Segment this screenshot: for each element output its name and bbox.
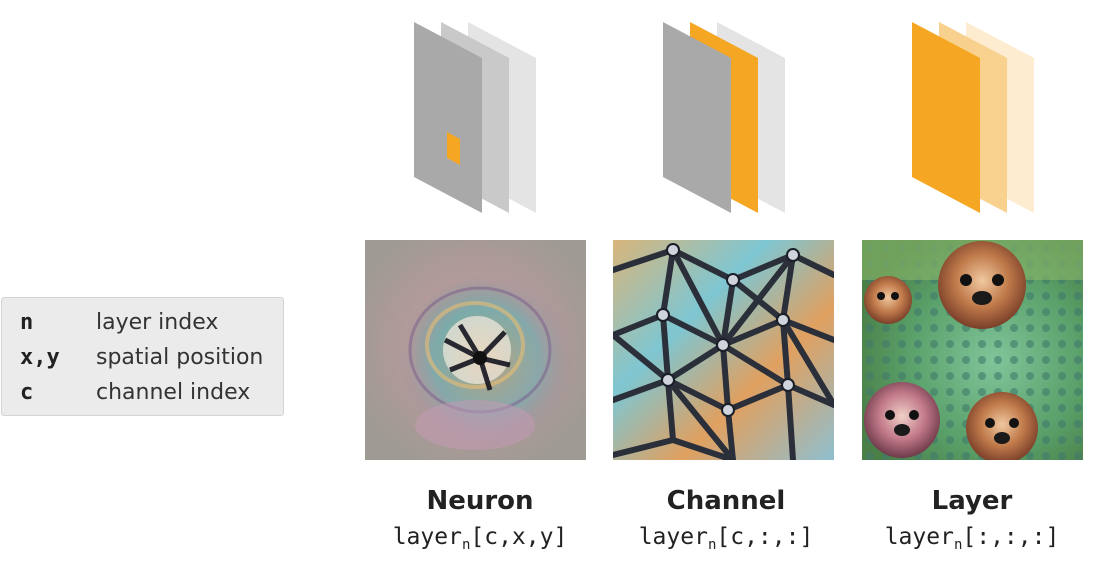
code-subscript: n	[707, 537, 717, 553]
code-suffix: [:,:,:]	[962, 524, 1060, 550]
legend-box: n layer index x,y spatial position c cha…	[1, 297, 284, 416]
legend-desc: channel index	[96, 379, 251, 405]
neuron-highlight	[447, 132, 460, 165]
neuron-layer-stack	[414, 22, 536, 213]
legend-desc: spatial position	[96, 344, 264, 370]
channel-code: layern[c,:,:]	[606, 524, 846, 553]
plane-front	[414, 22, 482, 213]
legend-desc: layer index	[96, 309, 219, 335]
code-prefix: layer	[884, 524, 954, 550]
legend-key: c	[20, 379, 34, 405]
legend-key: n	[20, 309, 34, 335]
layer-code: layern[:,:,:]	[852, 524, 1092, 553]
plane-front	[912, 22, 980, 213]
channel-layer-stack	[663, 22, 785, 213]
legend-key: x,y	[20, 344, 60, 370]
channel-title: Channel	[666, 486, 786, 516]
plane-front	[663, 22, 731, 213]
code-prefix: layer	[638, 524, 708, 550]
legend-row-n: n layer index	[20, 307, 218, 337]
neuron-title: Neuron	[426, 486, 534, 516]
code-prefix: layer	[392, 524, 462, 550]
layer-title: Layer	[931, 486, 1013, 516]
neuron-code: layern[c,x,y]	[360, 524, 600, 553]
channel-visualization-image	[613, 240, 834, 460]
layer-layer-stack	[912, 22, 1034, 213]
code-suffix: [c,x,y]	[470, 524, 568, 550]
code-subscript: n	[461, 537, 471, 553]
layer-visualization-image	[862, 240, 1083, 460]
legend-row-c: c channel index	[20, 377, 250, 407]
legend-row-xy: x,y spatial position	[20, 342, 263, 372]
code-subscript: n	[953, 537, 963, 553]
neuron-visualization-image	[365, 240, 586, 460]
code-suffix: [c,:,:]	[716, 524, 814, 550]
